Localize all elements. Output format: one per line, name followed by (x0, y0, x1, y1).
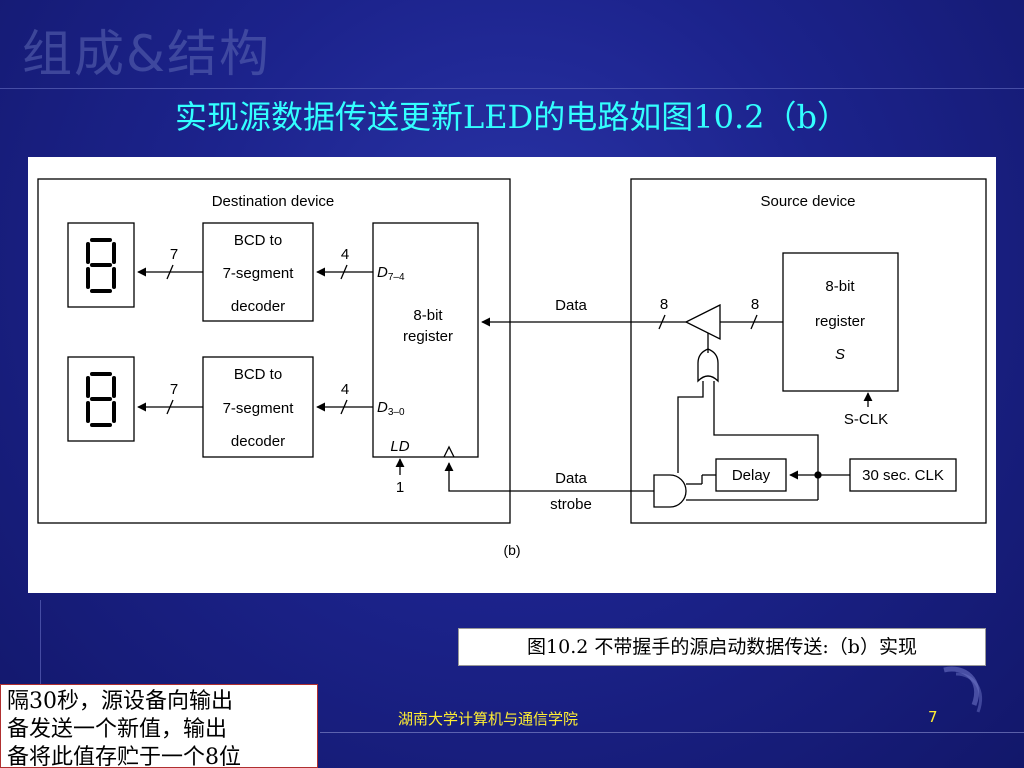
subcaption-b: (b) (503, 542, 520, 558)
destination-device-label: Destination device (212, 193, 335, 210)
bus-7-top-slash (166, 264, 174, 280)
bus-4-bottom-slash (340, 399, 348, 415)
clock-triangle (443, 445, 455, 458)
src-register-line1: 8-bit (825, 278, 855, 295)
destination-register (372, 222, 479, 458)
seven-segment-display-bottom (67, 356, 135, 442)
footer-institution: 湖南大学计算机与通信学院 (398, 710, 579, 728)
decoder-bottom-line1: BCD to (234, 366, 282, 383)
data-label: Data (555, 297, 587, 314)
bus-7-bottom-label: 7 (170, 381, 178, 398)
decorative-line (40, 600, 41, 710)
page-number: 7 (928, 708, 938, 726)
decorative-swirl-icon (943, 666, 982, 713)
tristate-buffer (684, 303, 721, 341)
explanation-textbox: 隔30秒，源设备向输出 备发送一个新值，输出 备将此值存贮于一个8位 (0, 684, 318, 768)
dest-register-line1: 8-bit (413, 307, 443, 324)
circuit-diagram: Destination device BCD to 7-segment deco… (28, 157, 996, 593)
strobe-label-line2: strobe (550, 496, 592, 513)
bus-7-top-label: 7 (170, 246, 178, 263)
textbox-line-3: 备将此值存贮于一个8位 (7, 745, 241, 768)
bus-4-top-slash (340, 264, 348, 280)
d74-pin-label: D7–4 (377, 264, 405, 283)
textbox-line-1: 隔30秒，源设备向输出 (7, 689, 233, 714)
destination-device-box (37, 178, 511, 524)
decoder-top-line2: 7-segment (223, 265, 295, 282)
strobe-label-line1: Data (555, 470, 587, 487)
sclk-label: S-CLK (844, 411, 888, 428)
bus-8-right-label: 8 (751, 296, 759, 313)
bus-8-left-slash (658, 314, 666, 330)
bus-4-top-label: 4 (341, 246, 349, 263)
dest-register-line2: register (403, 328, 453, 345)
d30-pin-label: D3–0 (377, 399, 405, 418)
decoder-top-line1: BCD to (234, 232, 282, 249)
bus-8-left-label: 8 (660, 296, 668, 313)
data-strobe-line (444, 462, 654, 492)
decoder-bottom-line3: decoder (231, 433, 285, 450)
source-device-box (630, 178, 987, 524)
bus-4-bottom-label: 4 (341, 381, 349, 398)
and-gate (653, 474, 687, 508)
ld-value-label: 1 (396, 479, 404, 496)
textbox-line-2: 备发送一个新值，输出 (7, 717, 228, 742)
bus-7-bottom-slash (166, 399, 174, 415)
delay-label: Delay (732, 467, 771, 484)
figure-caption: 图10.2 不带握手的源启动数据传送:（b）实现 (458, 628, 986, 666)
slide-title: 实现源数据传送更新LED的电路如图10.2（b） (174, 98, 849, 136)
bus-8-right-slash (750, 314, 758, 330)
src-register-line2: register (815, 313, 865, 330)
source-device-label: Source device (760, 193, 855, 210)
decorative-line (0, 88, 1024, 89)
clk30-label: 30 sec. CLK (862, 467, 944, 484)
or-input-right (713, 381, 819, 474)
src-register-line3: S (835, 346, 845, 363)
seven-segment-display-top (67, 222, 135, 308)
or-gate (697, 348, 719, 383)
decoder-bottom-line2: 7-segment (223, 400, 295, 417)
ld-pin-label: LD (390, 438, 409, 455)
decoder-top-line3: decoder (231, 298, 285, 315)
footer-divider (320, 732, 1024, 733)
watermark-text: 组成&结构 (22, 25, 271, 83)
or-input-left (677, 381, 704, 473)
